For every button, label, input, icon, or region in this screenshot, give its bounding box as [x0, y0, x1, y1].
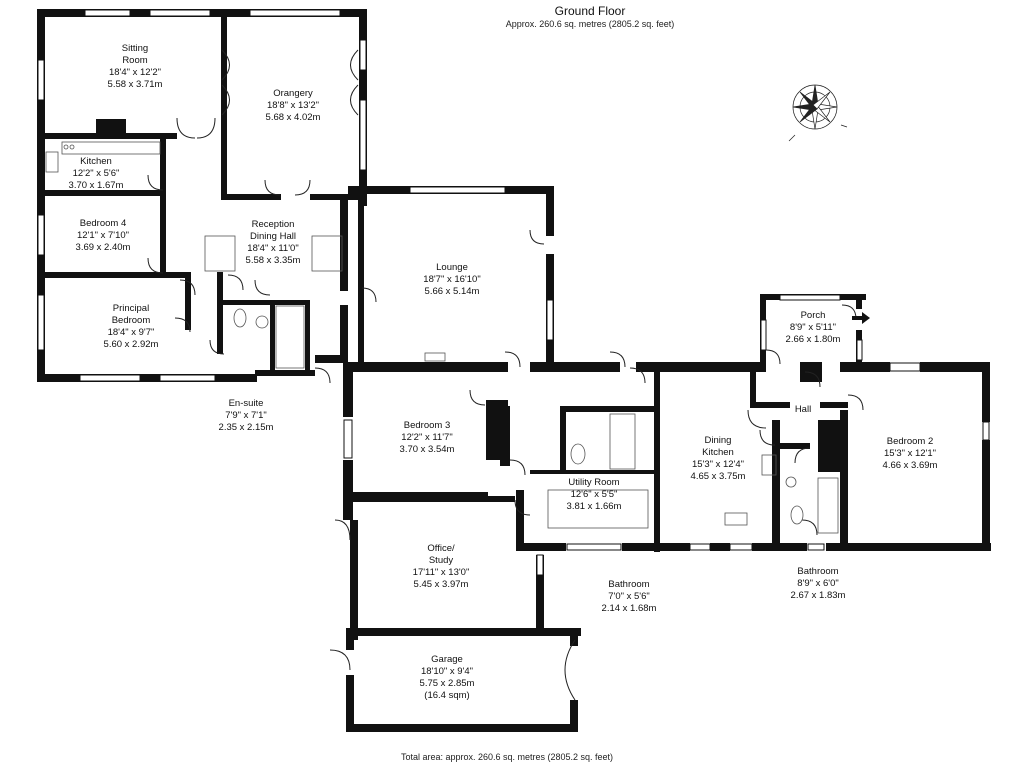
room-imperial: 12'2" x 11'7" — [401, 432, 453, 443]
room-area: (16.4 sqm) — [424, 690, 470, 701]
room-name: Lounge — [436, 262, 468, 273]
room-garage: Garage 18'10" x 9'4" 5.75 x 2.85m (16.4 … — [420, 654, 475, 702]
room-name-line2: Dining Hall — [250, 231, 296, 242]
room-metric: 2.67 x 1.83m — [790, 590, 846, 601]
floor-title: Ground Floor — [554, 4, 626, 18]
room-metric: 5.58 x 3.35m — [245, 255, 301, 266]
room-name: Kitchen — [80, 156, 112, 167]
room-reception-dining-hall: Reception Dining Hall 18'4" x 11'0" 5.58… — [246, 219, 301, 267]
room-bedroom-2: Bedroom 2 15'3" x 12'1" 4.66 x 3.69m — [883, 436, 938, 472]
room-name-line2: Room — [122, 55, 148, 66]
room-imperial: 12'1" x 7'10" — [76, 230, 130, 241]
room-metric: 2.66 x 1.80m — [785, 334, 841, 345]
room-lounge: Lounge 18'7" x 16'10" 5.66 x 5.14m — [423, 262, 480, 298]
room-utility-room: Utility Room 12'6" x 5'5" 3.81 x 1.66m — [567, 477, 622, 513]
room-metric: 3.70 x 3.54m — [399, 444, 455, 455]
room-metric: 5.75 x 2.85m — [419, 678, 475, 689]
room-name-line1: Office/ — [427, 543, 455, 554]
room-metric: 3.69 x 2.40m — [75, 242, 131, 253]
room-name: Bedroom 2 — [886, 436, 934, 447]
room-imperial: 7'9" x 7'1" — [225, 410, 267, 421]
room-name-line2: Study — [428, 555, 454, 566]
room-name-line1: Principal — [112, 303, 150, 314]
room-imperial: 18'8" x 13'2" — [266, 100, 320, 111]
room-dining-kitchen: Dining Kitchen 15'3" x 12'4" 4.65 x 3.75… — [691, 435, 746, 483]
room-bathroom-2: Bathroom 8'9" x 6'0" 2.67 x 1.83m — [791, 566, 846, 602]
room-metric: 2.14 x 1.68m — [601, 603, 657, 614]
room-name: Bathroom — [797, 566, 839, 577]
room-name: Utility Room — [568, 477, 620, 488]
room-name-line1: Reception — [251, 219, 295, 230]
room-imperial: 18'4" x 9'7" — [107, 327, 155, 338]
room-metric: 5.58 x 3.71m — [107, 79, 163, 90]
room-porch: Porch 8'9" x 5'11" 2.66 x 1.80m — [786, 310, 841, 346]
room-imperial: 18'7" x 16'10" — [423, 274, 481, 285]
room-metric: 4.65 x 3.75m — [690, 471, 746, 482]
room-en-suite: En-suite 7'9" x 7'1" 2.35 x 2.15m — [219, 398, 274, 434]
room-name: Porch — [800, 310, 826, 321]
room-imperial: 15'3" x 12'4" — [691, 459, 745, 470]
room-imperial: 18'10" x 9'4" — [420, 666, 474, 677]
room-name: Bathroom — [608, 579, 650, 590]
room-bathroom-1: Bathroom 7'0" x 5'6" 2.14 x 1.68m — [602, 579, 657, 615]
room-name: Orangery — [273, 88, 313, 99]
room-name-line1: Dining — [704, 435, 732, 446]
room-imperial: 18'4" x 12'2" — [108, 67, 162, 78]
room-bedroom-4: Bedroom 4 12'1" x 7'10" 3.69 x 2.40m — [76, 218, 131, 254]
room-name: Bedroom 4 — [79, 218, 127, 229]
room-metric: 5.60 x 2.92m — [103, 339, 159, 350]
room-name: Bedroom 3 — [403, 420, 451, 431]
room-imperial: 12'2" x 5'6" — [72, 168, 120, 179]
room-metric: 3.70 x 1.67m — [68, 180, 124, 191]
room-orangery: Orangery 18'8" x 13'2" 5.68 x 4.02m — [266, 88, 321, 124]
room-bedroom-3: Bedroom 3 12'2" x 11'7" 3.70 x 3.54m — [400, 420, 455, 456]
room-name-line2: Kitchen — [702, 447, 734, 458]
room-metric: 4.66 x 3.69m — [882, 460, 938, 471]
room-imperial: 7'0" x 5'6" — [608, 591, 650, 602]
room-imperial: 17'11" x 13'0" — [412, 567, 470, 578]
room-hall: Hall — [795, 404, 811, 416]
room-metric: 3.81 x 1.66m — [566, 501, 622, 512]
room-kitchen: Kitchen 12'2" x 5'6" 3.70 x 1.67m — [69, 156, 124, 192]
room-imperial: 18'4" x 11'0" — [247, 243, 299, 254]
room-name: Garage — [431, 654, 463, 665]
room-office-study: Office/ Study 17'11" x 13'0" 5.45 x 3.97… — [413, 543, 470, 591]
room-name: Hall — [794, 404, 812, 415]
room-imperial: 8'9" x 5'11" — [789, 322, 837, 333]
total-area-footer: Total area: approx. 260.6 sq. metres (28… — [400, 752, 614, 762]
compass-rose-icon — [788, 84, 848, 142]
floor-area-subtitle: Approx. 260.6 sq. metres (2805.2 sq. fee… — [505, 19, 675, 29]
room-metric: 5.68 x 4.02m — [265, 112, 321, 123]
room-metric: 2.35 x 2.15m — [218, 422, 274, 433]
room-metric: 5.45 x 3.97m — [413, 579, 469, 590]
room-name-line1: Sitting — [121, 43, 149, 54]
room-principal-bedroom: Principal Bedroom 18'4" x 9'7" 5.60 x 2.… — [104, 303, 159, 351]
room-imperial: 15'3" x 12'1" — [883, 448, 937, 459]
room-name-line2: Bedroom — [111, 315, 151, 326]
room-imperial: 12'6" x 5'5" — [570, 489, 618, 500]
room-sitting-room: Sitting Room 18'4" x 12'2" 5.58 x 3.71m — [108, 43, 163, 91]
room-metric: 5.66 x 5.14m — [424, 286, 480, 297]
room-name: En-suite — [228, 398, 264, 409]
room-imperial: 8'9" x 6'0" — [797, 578, 839, 589]
